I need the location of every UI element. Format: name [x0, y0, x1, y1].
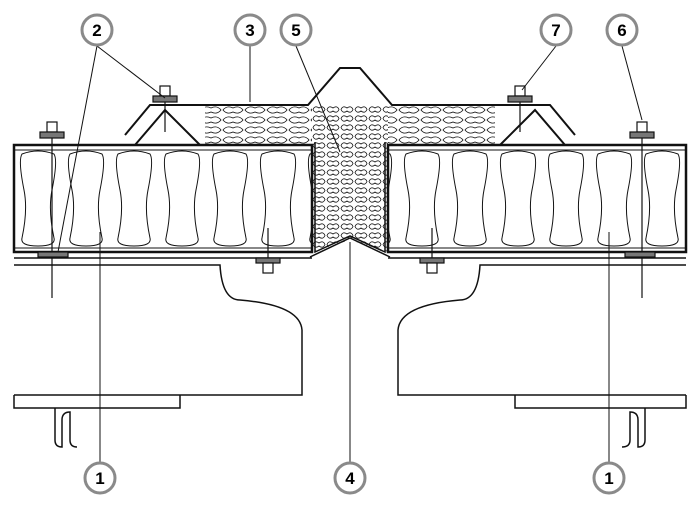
callout-7: 7: [539, 13, 573, 47]
sandwich-panel-right: [386, 143, 688, 254]
callout-4: 4: [333, 461, 367, 495]
callout-number: 6: [617, 21, 626, 40]
callout-number: 1: [604, 469, 613, 488]
callout-number: 4: [345, 469, 355, 488]
callout-5: 5: [279, 13, 313, 47]
callout-6: 6: [605, 13, 639, 47]
callout-3: 3: [233, 13, 267, 47]
callout-number: 5: [291, 21, 300, 40]
screw-bottom-right: [419, 228, 445, 274]
steel-beam-left: [13, 257, 312, 448]
callout-number: 3: [245, 21, 254, 40]
joint-core-insulation: [205, 105, 495, 258]
fasteners: [37, 85, 656, 298]
sandwich-panel-left: [12, 143, 314, 254]
callout-2: 2: [80, 13, 114, 47]
callout-1-right: 1: [592, 461, 626, 495]
screw-cap-left: [152, 85, 178, 132]
steel-beam-right: [388, 257, 687, 448]
callout-1-left: 1: [83, 461, 117, 495]
leader-lines: [57, 45, 643, 462]
screw-cap-right: [507, 85, 533, 132]
screw-left-outer: [37, 121, 69, 298]
callout-number: 1: [95, 469, 104, 488]
screw-bottom-left: [255, 228, 281, 274]
callout-number: 7: [551, 21, 560, 40]
screw-right-outer: [624, 121, 656, 298]
callout-number: 2: [92, 21, 101, 40]
